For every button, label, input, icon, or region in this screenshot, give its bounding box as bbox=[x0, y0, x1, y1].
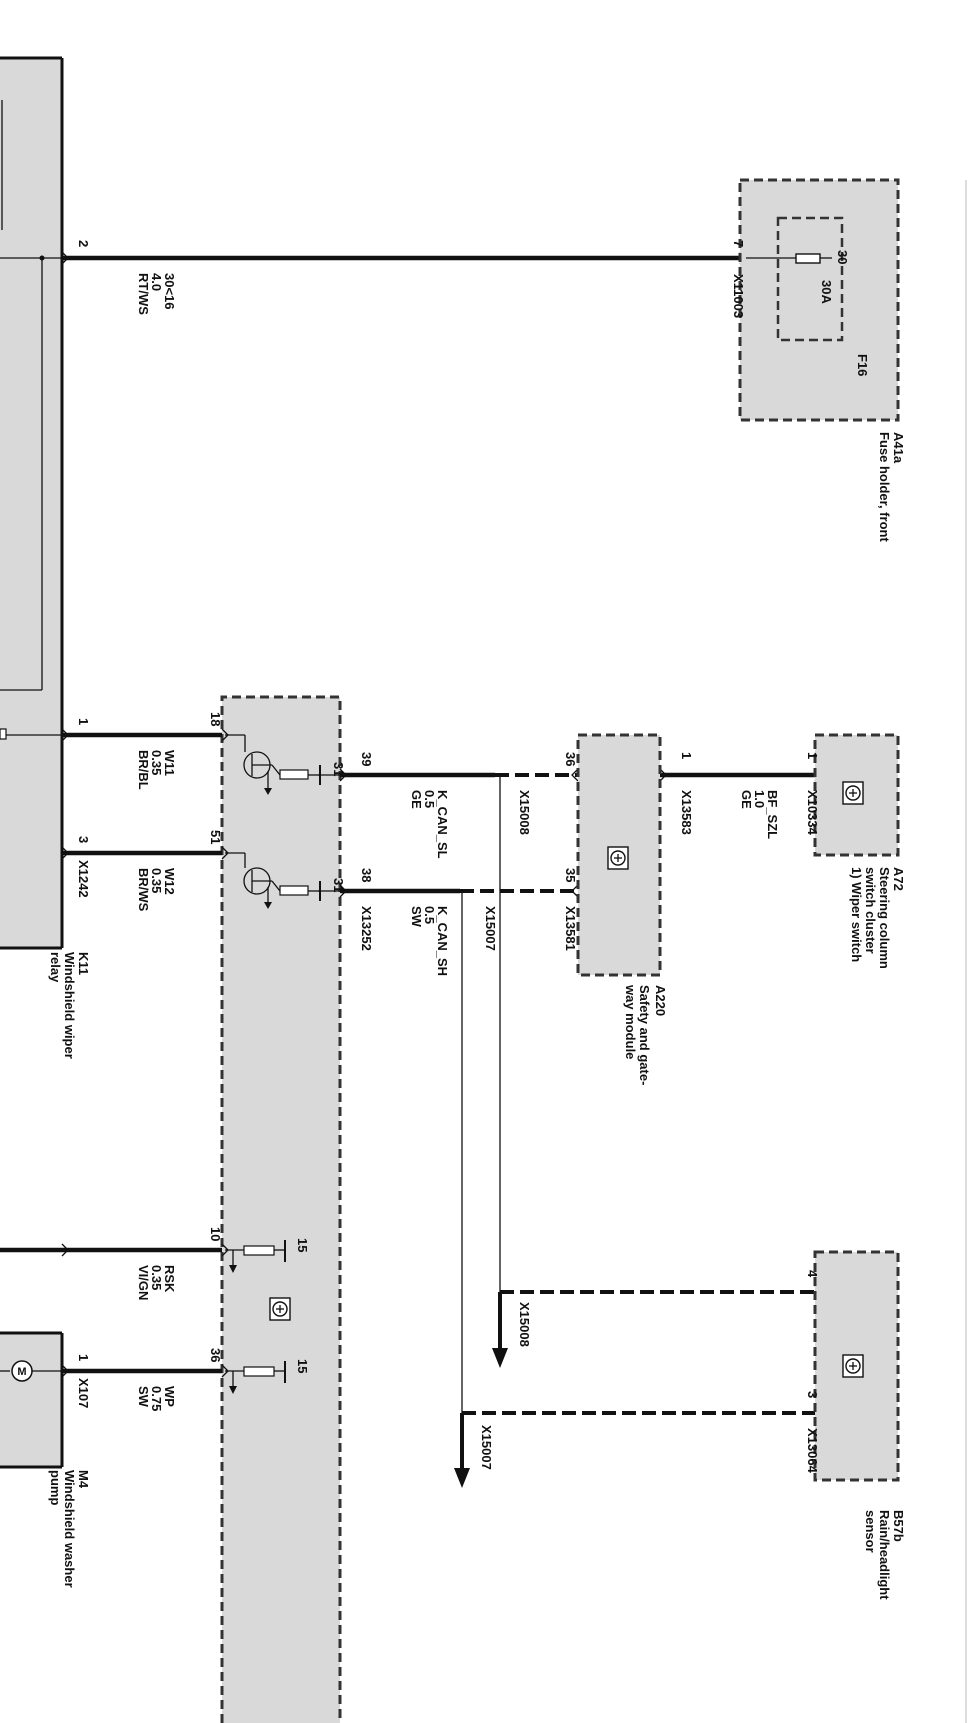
a41a-fuse-holder-box bbox=[738, 178, 900, 422]
wire-wp-size: 0.75 bbox=[149, 1386, 164, 1411]
term-15-a: 15 bbox=[295, 1238, 310, 1252]
a220-emblem-icon bbox=[607, 846, 629, 870]
wire-rsk-label: RSK bbox=[162, 1265, 177, 1293]
wire-wp-label: WP bbox=[162, 1386, 177, 1407]
a72-name-line3: 1) Wiper switch bbox=[849, 867, 864, 962]
control-module-box bbox=[220, 695, 342, 1723]
k11-id: K11 bbox=[76, 952, 91, 975]
wire-w12-label: W12 bbox=[162, 868, 177, 895]
wire-w12-color: BR/WS bbox=[136, 868, 151, 912]
wire-can-sl-color: GE bbox=[409, 790, 424, 809]
m4-name-line2: pump bbox=[48, 1470, 63, 1505]
wire-rsk-size: 0.35 bbox=[149, 1265, 164, 1290]
module-pin-51: 51 bbox=[208, 830, 223, 844]
module-connector: X13252 bbox=[359, 906, 374, 951]
wire-can-sh-size: 0.5 bbox=[422, 906, 437, 924]
wire-bf-szl-color: GE bbox=[739, 790, 754, 809]
wire-can-sh-color: SW bbox=[409, 906, 424, 928]
b57b-name-line1: Rain/headlight bbox=[877, 1510, 892, 1600]
pin-m4-1: 1 bbox=[76, 1354, 91, 1361]
pin-w12-3: 3 bbox=[76, 836, 91, 843]
transistor-symbol-51 bbox=[225, 852, 340, 909]
wire-can-sh-label: K_CAN_SH bbox=[435, 906, 450, 976]
ground-31-a: 31 bbox=[331, 762, 346, 776]
a72-steering-column-box bbox=[813, 733, 900, 857]
pullup-resistor-10 bbox=[225, 1240, 286, 1273]
wire-w11-color: BR/BL bbox=[136, 750, 151, 790]
wire-bf-szl-size: 1.0 bbox=[752, 790, 767, 808]
b57b-connector: X13064 bbox=[805, 1428, 820, 1474]
module-pin-36: 36 bbox=[208, 1348, 223, 1362]
a41a-connector: X11003 bbox=[731, 274, 746, 318]
wire-main-size: 4.0 bbox=[149, 273, 164, 291]
k11-name-line2: relay bbox=[48, 952, 63, 983]
a220-pin-35: 35 bbox=[563, 868, 578, 882]
a72-pin-1: 1 bbox=[805, 752, 820, 759]
module-pin-10: 10 bbox=[208, 1227, 223, 1241]
fuse-terminal-30: 30 bbox=[835, 250, 850, 264]
motor-symbol-letter: M bbox=[17, 1366, 26, 1378]
a72-name-line1: Steering column bbox=[877, 867, 892, 969]
wire-bf-szl-label: BF_SZL bbox=[765, 790, 780, 839]
continuation-x15007: X15007 bbox=[479, 1425, 494, 1470]
a72-name-line2: switch cluster bbox=[863, 867, 878, 954]
wire-can-sl-size: 0.5 bbox=[422, 790, 437, 808]
module-pin-39: 39 bbox=[359, 752, 374, 766]
a220-pin-1: 1 bbox=[679, 752, 694, 759]
wire-w11-size: 0.35 bbox=[149, 750, 164, 775]
a72-id: A72 bbox=[891, 867, 906, 891]
transistor-symbol-18 bbox=[225, 734, 340, 795]
fuse-rating: 30A bbox=[819, 280, 834, 304]
module-pin-38: 38 bbox=[359, 868, 374, 882]
arrow-x15007 bbox=[454, 1468, 470, 1488]
a220-name-line1: Safety and gate- bbox=[637, 985, 652, 1085]
a72-connector: X10334 bbox=[805, 790, 820, 836]
m4-id: M4 bbox=[76, 1470, 91, 1489]
wire-can-sl-label: K_CAN_SL bbox=[435, 790, 450, 859]
a41a-name: Fuse holder, front bbox=[877, 432, 892, 542]
k11-name-line1: Windshield wiper bbox=[62, 952, 77, 1059]
wire-main-label: 30<16 bbox=[162, 273, 177, 310]
pin-w11-1: 1 bbox=[76, 718, 91, 725]
module-pin-18: 18 bbox=[208, 712, 223, 726]
splice-x15008: X15008 bbox=[517, 790, 532, 835]
wire-w11-label: W11 bbox=[162, 750, 177, 776]
a220-connector-x13581: X13581 bbox=[563, 906, 578, 951]
a220-id: A220 bbox=[653, 985, 668, 1016]
term-15-b: 15 bbox=[295, 1359, 310, 1373]
a41a-id: A41a bbox=[891, 432, 906, 464]
m4-connector: X107 bbox=[76, 1378, 91, 1408]
k11-relay-box bbox=[0, 56, 64, 950]
b57b-emblem-icon bbox=[842, 1354, 864, 1378]
k11-connector: X1242 bbox=[76, 860, 91, 898]
m4-name-line1: Windshield washer bbox=[62, 1470, 77, 1588]
arrow-x15008 bbox=[492, 1348, 508, 1368]
b57b-pin-3: 3 bbox=[805, 1391, 820, 1398]
b57b-name-line2: sensor bbox=[863, 1510, 878, 1553]
fuse-f16-symbol bbox=[795, 253, 821, 264]
a220-pin-36: 36 bbox=[563, 752, 578, 766]
a41a-pin-7: 7 bbox=[731, 240, 746, 247]
m4-washer-pump-box: M bbox=[0, 1331, 64, 1469]
wire-rsk-color: VI/GN bbox=[136, 1265, 151, 1300]
a72-emblem-icon bbox=[842, 781, 864, 805]
wire-w12-size: 0.35 bbox=[149, 868, 164, 893]
pin-main-2: 2 bbox=[76, 240, 91, 247]
b57b-pin-4: 4 bbox=[805, 1270, 820, 1278]
continuation-x15008: X15008 bbox=[517, 1302, 532, 1347]
a220-name-line2: way module bbox=[623, 984, 638, 1059]
a220-safety-gateway-box bbox=[576, 733, 662, 977]
a220-connector-x13583: X13583 bbox=[679, 790, 694, 835]
module-emblem-icon bbox=[269, 1297, 291, 1321]
pullup-resistor-36 bbox=[225, 1361, 286, 1394]
ground-31-b: 31 bbox=[331, 878, 346, 892]
b57b-rain-sensor-box bbox=[813, 1250, 900, 1482]
splice-x15007: X15007 bbox=[483, 906, 498, 951]
fuse-id-f16: F16 bbox=[855, 354, 870, 376]
wire-wp-color: SW bbox=[136, 1386, 151, 1408]
wire-main-color: RT/WS bbox=[136, 273, 151, 315]
b57b-id: B57b bbox=[891, 1510, 906, 1542]
